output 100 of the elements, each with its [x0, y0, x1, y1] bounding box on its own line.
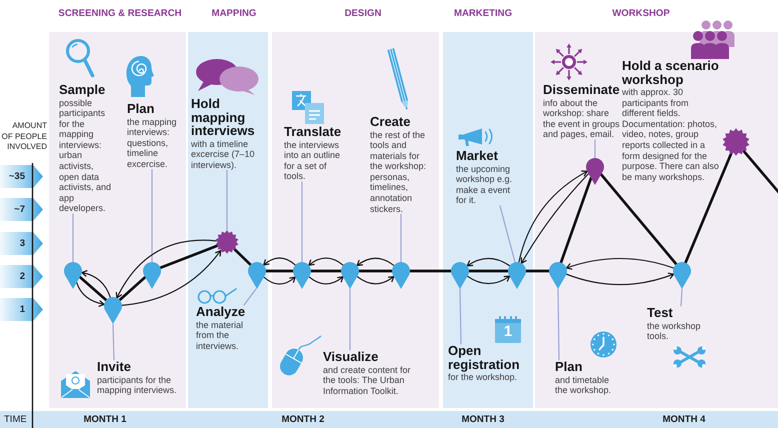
step-title: Create: [370, 115, 410, 128]
route-line: [264, 270, 294, 272]
step-description: with approx. 30 participants from different fields. Documentation: photos, video, notes, group reports collected in a form designed for the purpose. There can also be many workshops.: [622, 87, 720, 182]
step-description: the material from the interviews.: [196, 320, 244, 352]
leader-line: [243, 288, 257, 306]
map-pin-icon: [104, 297, 122, 324]
step-description: and timetable the workshop.: [555, 374, 612, 396]
route-line: [600, 173, 678, 266]
leader-line: [112, 323, 115, 361]
step-title: Open registration: [448, 344, 521, 371]
step-description: with a timeline excercise (7–10 interviews).: [191, 138, 256, 170]
map-pin-icon: [673, 262, 691, 289]
step-description: the workshop tools.: [647, 320, 702, 342]
route-line: [560, 176, 592, 264]
map-pin-icon: [248, 262, 266, 289]
chevron-tag: [0, 198, 43, 221]
starburst-icon: [215, 230, 239, 254]
route-line: [78, 276, 108, 302]
phase-heading: WORKSHOP: [612, 8, 670, 19]
month-label: MONTH 3: [462, 414, 504, 425]
route-line: [408, 270, 452, 272]
people-count: ~7: [14, 204, 25, 215]
curved-arrow: [263, 276, 296, 285]
route-line: [159, 244, 218, 270]
month-label: MONTH 4: [662, 414, 706, 425]
step-title: Translate: [284, 125, 342, 138]
leader-line: [557, 288, 560, 361]
leader-line: [72, 213, 74, 263]
phase-heading: SCREENING & RESEARCH: [58, 8, 182, 19]
curved-arrow: [121, 250, 222, 306]
map-pin-icon: [143, 262, 161, 289]
route-line: [310, 270, 342, 272]
map-pin-icon: [293, 262, 311, 289]
curved-arrow: [566, 258, 674, 270]
route-line: [468, 270, 510, 272]
month-label: MONTH 2: [282, 414, 324, 425]
phase-heading: MAPPING: [212, 8, 256, 19]
step-title: Disseminate: [543, 83, 620, 96]
timeline-band: [0, 411, 778, 428]
people-count: 2: [20, 271, 25, 282]
route-line: [358, 270, 394, 272]
people-count: ~35: [8, 171, 25, 182]
curved-arrow: [76, 282, 105, 307]
leader-line: [680, 288, 683, 307]
step-title: Sample: [59, 83, 106, 96]
curved-arrow: [566, 272, 674, 286]
step-title: Test: [647, 306, 673, 320]
map-pin-icon: [64, 262, 82, 289]
step-description: the rest of the tools and materials for the workshop: personas, timelines, annotation stickers.: [370, 130, 428, 214]
route-line: [742, 150, 778, 196]
leader-line: [151, 168, 153, 263]
route-line: [684, 152, 732, 264]
map-pin-icon: [508, 262, 526, 289]
step-description: info about the workshop: share the event in groups and pages, email.: [543, 98, 621, 140]
chevron-tag: [0, 165, 43, 188]
step-description: the interviews into an outline for a set of tools.: [284, 140, 342, 182]
step-description: the mapping interviews: questions, timeline excercise.: [127, 116, 177, 170]
curved-arrow: [356, 258, 394, 266]
leader-line: [301, 181, 303, 263]
leader-line: [499, 205, 516, 263]
curved-arrow: [466, 258, 510, 266]
step-description: participants for the mapping interviews.: [97, 374, 178, 396]
map-pin-icon: [341, 262, 359, 289]
curved-arrow: [81, 270, 111, 298]
curved-arrow: [308, 258, 344, 266]
chevron-tag: [0, 298, 43, 321]
curved-arrow: [356, 276, 394, 284]
route-line: [118, 276, 147, 302]
route-line: [233, 248, 252, 266]
step-title: Plan: [127, 102, 154, 116]
calendar-date: 1: [504, 324, 512, 340]
step-description: and create content for the tools: The Urban Information Toolkit.: [323, 364, 412, 396]
leader-line: [459, 288, 462, 345]
curved-arrow: [263, 257, 296, 266]
curved-arrow: [308, 276, 344, 284]
step-title: Invite: [97, 360, 131, 374]
step-title: Hold mapping interviews: [191, 97, 256, 138]
map-pin-icon: [549, 262, 567, 289]
people-count: 3: [20, 238, 25, 249]
phase-heading: MARKETING: [454, 8, 512, 19]
curved-arrow: [116, 240, 217, 298]
axis-title: TIME: [4, 414, 27, 425]
starburst-icon: [722, 128, 750, 156]
step-description: the upcoming workshop e.g. make a event for it.: [456, 164, 514, 206]
map-pin-icon: [586, 158, 604, 185]
chevron-tag: [0, 232, 43, 255]
step-description: possible participants for the mapping interviews: urban activists, open data activists, and app developers.: [59, 98, 112, 214]
people-count: 1: [20, 304, 25, 315]
step-title: Plan: [555, 360, 582, 374]
month-label: MONTH 1: [84, 414, 126, 425]
step-title: Hold a scenario workshop: [622, 59, 720, 86]
leader-line: [594, 139, 596, 159]
step-title: Visualize: [323, 350, 378, 364]
leader-line: [400, 214, 402, 263]
step-title: Analyze: [196, 305, 246, 318]
leader-line: [226, 170, 228, 231]
step-title: Market: [456, 149, 498, 162]
chevron-tag: [0, 265, 43, 288]
leader-line: [349, 288, 351, 351]
step-description: for the workshop.: [448, 372, 518, 383]
